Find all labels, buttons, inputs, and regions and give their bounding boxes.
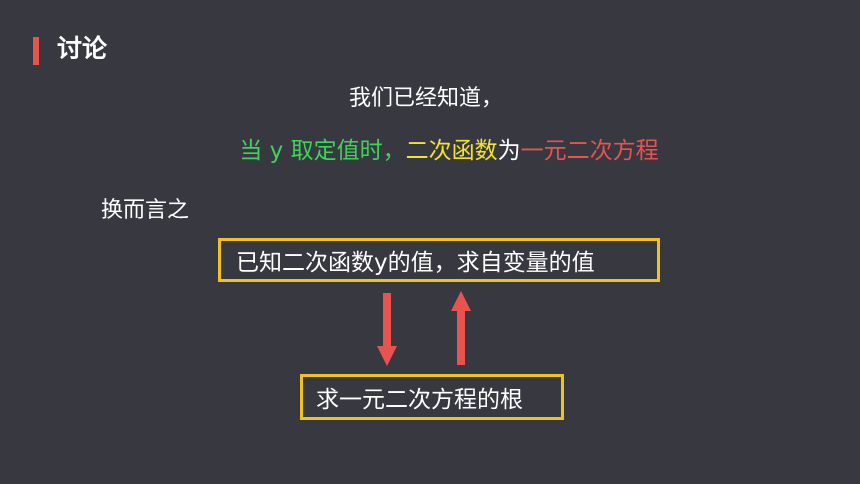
intro-text-line: 我们已经知道，	[0, 82, 860, 116]
transition-text: 换而言之	[101, 198, 190, 223]
arrow-down-icon	[377, 293, 397, 366]
statement-quadratic-equation: 一元二次方程	[520, 138, 659, 164]
slide-title: 讨论	[57, 34, 108, 63]
arrow-up-icon	[451, 291, 471, 365]
box-function-value: 已知二次函数y的值，求自变量的值	[218, 238, 660, 282]
box-equation-roots: 求一元二次方程的根	[300, 374, 564, 420]
intro-text: 我们已经知道，	[348, 86, 503, 111]
statement-connector: 为	[497, 138, 521, 164]
box-equation-roots-text: 求一元二次方程的根	[316, 387, 523, 413]
statement-line: 当 y 取定值时，二次函数为一元二次方程	[0, 132, 860, 170]
statement-condition: 当 y 取定值时，	[239, 138, 406, 164]
box-function-value-text: 已知二次函数y的值，求自变量的值	[236, 250, 595, 276]
statement: 当 y 取定值时，二次函数为一元二次方程	[239, 138, 658, 164]
statement-quadratic-function: 二次函数	[405, 138, 498, 164]
title-accent-bar	[33, 37, 39, 65]
